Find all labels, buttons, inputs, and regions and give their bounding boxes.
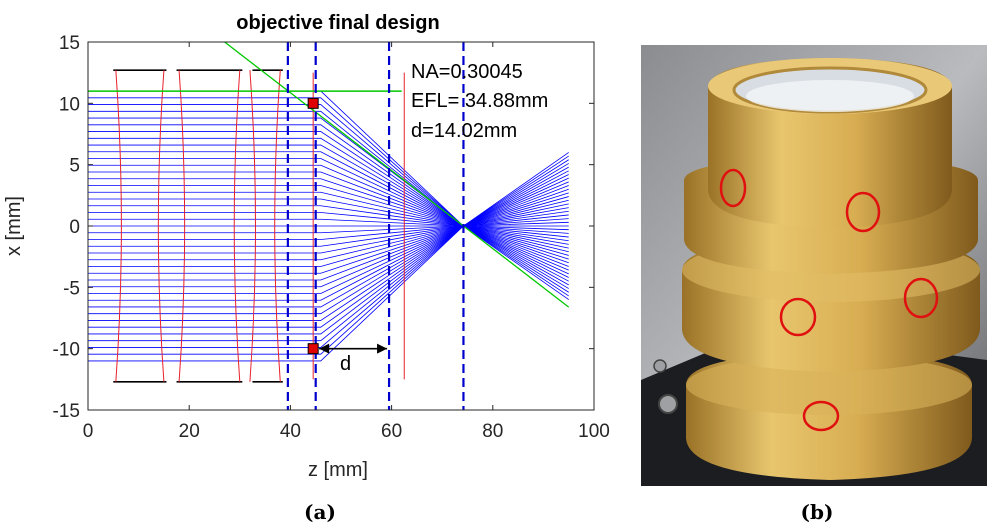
ray [88,163,569,342]
caption-a: (a) [304,500,336,524]
x-tick-label: 0 [83,421,94,442]
ray [88,151,569,267]
ray [88,158,569,264]
marginal-ray [224,42,570,308]
x-tick-label: 80 [482,421,503,442]
annotation-na: NA=0.30045 [411,61,523,83]
3d-printed-objective-photo [641,45,987,486]
ray [88,185,569,249]
ray [88,196,569,281]
ray [88,131,569,278]
annotation-d: d=14.02mm [411,120,517,142]
ray [88,214,569,247]
x-tick-label: 40 [280,421,301,442]
ray [88,97,569,297]
ray [88,117,569,286]
ray-trace-plot: 0 20 40 60 80 100 15 10 5 0 -5 -10 -15 objective fin… [3,12,610,481]
highlight-circle [903,277,939,319]
ray [88,171,569,256]
lens-surface [249,70,256,382]
lens-surface [115,70,122,382]
ray [88,203,569,267]
arrow-head [377,343,388,354]
ray [88,164,569,260]
ray [88,170,569,328]
caption-b: (b) [801,500,834,524]
ray [88,110,569,289]
ray [88,221,569,234]
ray [88,192,569,288]
y-tick-label: -10 [53,340,80,361]
x-tick-label: 60 [381,421,402,442]
y-tick-label: -5 [63,278,80,299]
y-tick-label: 0 [69,217,80,238]
ray [88,188,569,294]
ray [88,144,569,271]
ray [88,177,569,315]
ray [88,185,569,301]
ray [88,174,569,321]
dimension-label-d: d [340,353,351,375]
chart-title: objective final design [236,12,439,34]
ray [88,166,569,335]
highlight-circle [802,400,840,432]
aperture-marker [307,97,319,109]
ray [88,210,569,254]
lens-surface [157,70,165,382]
ray [88,181,569,308]
ray [88,205,569,238]
aperture-marker [307,343,319,355]
ray [88,191,569,245]
ray [88,199,569,274]
ray-bundle [88,90,569,362]
y-axis-label: x [mm] [3,196,25,256]
y-tick-label: 5 [69,156,80,177]
lens-surface [88,70,89,382]
ray [88,159,569,348]
ray [88,152,569,362]
y-tick-label: 15 [59,33,80,54]
optical-elements [88,42,570,410]
y-tick-label: 10 [59,94,80,115]
ray [88,212,569,234]
ray [88,218,569,231]
highlight-circle [845,191,881,233]
ray [88,207,569,261]
ray [88,137,569,275]
x-tick-label: 100 [578,421,610,442]
ray [88,104,569,293]
highlight-markers [719,168,939,432]
highlight-circle [719,168,747,208]
x-axis-label: z [mm] [308,459,368,481]
axis-ticks: 0 20 40 60 80 100 15 10 5 0 -5 -10 -15 [53,33,610,442]
arrow-head [319,343,330,354]
ray [88,155,569,355]
ray [88,218,569,240]
highlight-circle [779,297,817,337]
ray [88,198,569,242]
x-tick-label: 20 [179,421,200,442]
lens-surface [178,70,186,382]
annotation-efl: EFL= 34.88mm [411,90,548,112]
lens-surface [233,70,241,382]
ray [88,178,569,253]
y-tick-label: -15 [53,401,80,422]
ray [88,124,569,282]
lens-surface [274,70,281,382]
